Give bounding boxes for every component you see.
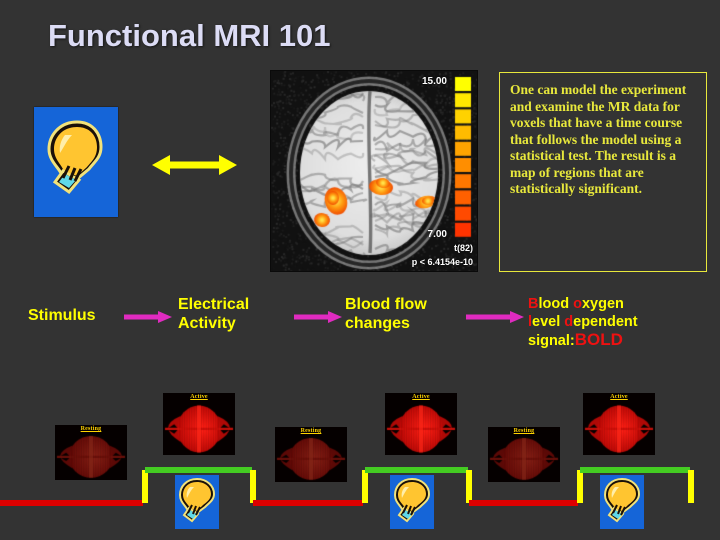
brain-slice-canvas <box>271 71 478 272</box>
fmri-activation-map: 15.00 7.00 t(82) p < 6.4154e-10 <box>270 70 478 272</box>
colorbar-max-label: 15.00 <box>422 76 447 87</box>
timeline-scan-canvas <box>55 425 127 480</box>
timeline-scan-caption: Active <box>385 394 457 400</box>
timeline-scan-canvas <box>163 393 235 455</box>
timeline-scan-canvas <box>275 427 347 482</box>
description-text: One can model the experiment and examine… <box>510 82 698 198</box>
timeline-scan-active: Active <box>163 393 235 455</box>
timeline-scan-canvas <box>385 393 457 455</box>
colorbar-pvalue-label: p < 6.4154e-10 <box>412 257 473 267</box>
timeline-scan-caption: Resting <box>55 426 127 432</box>
flow-step-bold-signal: Blood oxygen level dependent signal:BOLD <box>528 295 638 350</box>
lightbulb-icon <box>390 475 434 529</box>
page-title: Functional MRI 101 <box>48 18 330 54</box>
timeline-scan-caption: Resting <box>488 428 560 434</box>
timeline-scan-caption: Active <box>583 394 655 400</box>
flow-step-blood-flow-changes: Blood flow changes <box>345 295 427 333</box>
stimulus-lightbulb-card <box>34 107 118 217</box>
bold-acronym: BOLD <box>575 330 623 349</box>
description-box: One can model the experiment and examine… <box>499 72 707 272</box>
bold-word-ependent: ependent <box>573 314 637 330</box>
timeline-scan-active: Active <box>583 393 655 455</box>
timeline-scan-caption: Active <box>163 394 235 400</box>
bold-signal-text: signal: <box>528 333 575 349</box>
bold-word-lood: lood <box>538 296 573 312</box>
flow-arrow-3-icon <box>466 310 524 324</box>
timeline-scan-resting: Resting <box>275 427 347 482</box>
lightbulb-icon <box>600 475 644 529</box>
timeline-scan-canvas <box>583 393 655 455</box>
timeline-stimulus-bulb <box>600 475 644 529</box>
timeline-scan-resting: Resting <box>488 427 560 482</box>
flow-step-stimulus: Stimulus <box>28 306 96 325</box>
timeline-scan-canvas <box>488 427 560 482</box>
timeline-scan-resting: Resting <box>55 425 127 480</box>
colorbar-stat-label: t(82) <box>454 243 473 253</box>
bold-word-evel: evel <box>532 314 564 330</box>
bold-initial-d: d <box>564 314 573 330</box>
bold-initial-b: B <box>528 296 538 312</box>
flow-arrow-2-icon <box>294 310 342 324</box>
lightbulb-icon <box>41 116 111 208</box>
bold-word-xygen: xygen <box>582 296 624 312</box>
timeline-stimulus-bulb <box>390 475 434 529</box>
bold-line-2: level dependent <box>528 313 638 331</box>
bold-initial-o: o <box>573 296 582 312</box>
bold-line-1: Blood oxygen <box>528 295 638 313</box>
flow-arrow-1-icon <box>124 310 172 324</box>
double-headed-arrow-icon <box>152 150 237 180</box>
bold-line-3: signal:BOLD <box>528 331 638 350</box>
timeline-stimulus-bulb <box>175 475 219 529</box>
flow-step-electrical-activity: Electrical Activity <box>178 295 249 333</box>
colorbar-min-label: 7.00 <box>428 229 447 240</box>
timeline-scan-caption: Resting <box>275 428 347 434</box>
timeline-scan-active: Active <box>385 393 457 455</box>
lightbulb-icon <box>175 475 219 529</box>
